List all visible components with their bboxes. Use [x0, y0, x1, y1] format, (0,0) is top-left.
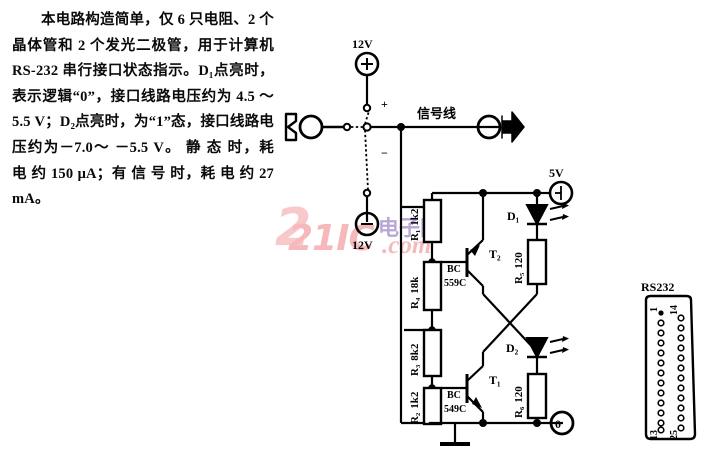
rs232-pin-14-label: 14: [669, 305, 680, 315]
resistor-r2-label: R₂1k2: [409, 391, 421, 424]
led-d2-emission-arrows: [549, 336, 569, 354]
source-5v: 5V: [537, 166, 574, 206]
resistor-r3: R₃8k2: [409, 328, 443, 388]
transistor-t2-type-line2: 559C: [444, 278, 466, 289]
rs232-pin-1-label: 1: [649, 307, 660, 312]
resistor-r4: R₄18k: [409, 258, 443, 330]
transistor-t1-ref: T₁: [489, 373, 501, 387]
transistor-t1-type-line1: BC: [447, 390, 461, 401]
led-d2: D₂: [506, 336, 569, 374]
ground-symbol: [440, 423, 470, 446]
input-terminal-left: [284, 112, 352, 142]
resistor-r4-label: R₄18k: [409, 276, 421, 309]
source-negative-12v-label: 12V: [352, 238, 373, 252]
transistor-t2-type-line1: BC: [447, 264, 461, 275]
top-rail: [430, 189, 541, 200]
node-zero-label: 0: [555, 417, 561, 431]
transistor-t1-type-line2: 549C: [444, 404, 466, 415]
rs232-pin-25-label: 25: [669, 430, 680, 440]
led-d2-label: D₂: [506, 341, 519, 355]
signal-line: 信号线: [370, 106, 525, 143]
rs232-pin-column-right: 14 25: [669, 305, 685, 440]
transistor-t2: T₂ BC 559C: [441, 193, 501, 294]
switch-plus-label: +: [381, 97, 388, 111]
bottom-rail: 0: [429, 410, 575, 446]
resistor-r5-label: R₅120: [513, 252, 525, 284]
resistor-r5: R₅120: [513, 238, 548, 294]
rs232-title: RS232: [641, 280, 674, 294]
description-paragraph: 本电路构造简单，仅 6 只电阻、2 个晶体管和 2 个发光二极管，用于计算机 R…: [12, 12, 274, 208]
led-d1: D₁: [507, 193, 569, 240]
transistor-t2-ref: T₂: [489, 247, 501, 261]
transistor-t1: T₁ BC 549C: [441, 365, 501, 423]
resistor-r6: R₆120: [513, 372, 548, 423]
resistor-r2: R₂1k2: [409, 384, 443, 426]
signal-line-label: 信号线: [417, 106, 456, 122]
rs232-connector: RS232 1 13: [641, 280, 697, 441]
source-negative-12v: 12V: [352, 188, 380, 252]
resistor-r6-label: R₆120: [513, 386, 525, 418]
rs232-pin-13-label: 13: [649, 430, 660, 440]
description-text: 本电路构造简单，仅 6 只电阻、2 个晶体管和 2 个发光二极管，用于计算机 R…: [12, 8, 274, 213]
resistor-r3-label: R₃8k2: [409, 343, 421, 376]
source-5v-label: 5V: [549, 166, 564, 180]
switch-minus-label: −: [381, 146, 388, 160]
led-d1-emission-arrows: [549, 203, 569, 221]
changeover-switch[interactable]: + −: [351, 97, 388, 191]
led-d1-label: D₁: [507, 209, 520, 223]
rs232-pin-column-left: 1 13: [649, 307, 665, 440]
source-positive-12v-label: 12V: [352, 37, 373, 51]
source-positive-12v: 12V: [352, 37, 380, 113]
resistor-r1: R₁1k2: [409, 198, 443, 262]
resistor-r1-label: R₁1k2: [409, 208, 421, 241]
cross-wires: [481, 293, 539, 366]
